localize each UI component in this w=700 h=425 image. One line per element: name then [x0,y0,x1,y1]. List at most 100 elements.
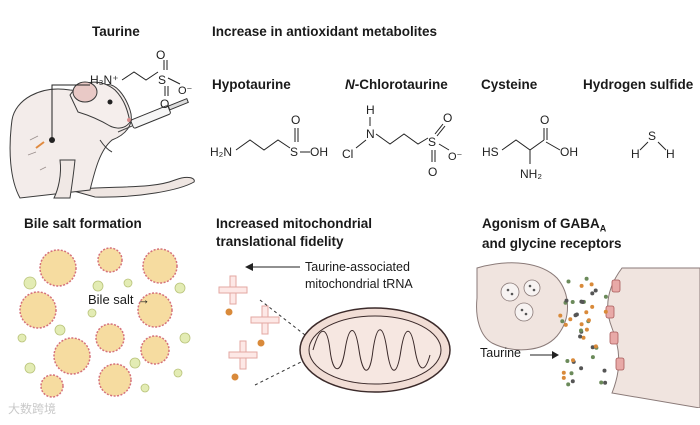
neurotransmitter-dot [584,276,589,281]
n-chlorotaurine-name: N-Chlorotaurine [345,77,448,92]
neurotransmitter-dot [580,300,585,304]
neurotransmitter-dot [569,371,574,376]
rat-ear [72,81,98,103]
cysteine-hs-label: HS [482,145,499,159]
neurotransmitter-dot [593,344,598,349]
neurotransmitter-dot [590,355,595,360]
chloro-cl-label: Cl [342,147,353,161]
cysteine-name: Cysteine [481,77,538,92]
syringe-icon [117,98,189,133]
bile-micelle [140,335,170,365]
receptor-icon [615,357,625,371]
neurotransmitter-dot [603,309,608,314]
taurine-o-bottom-label: O [160,97,169,111]
trna-icon [228,340,258,370]
neurotransmitter-dot [584,310,589,315]
neurotransmitter-dot [571,358,575,363]
neurotransmitter-dot [599,380,604,385]
taurine-synapse-arrow [530,351,559,359]
bile-micelle [142,248,178,284]
h2s-h-right-label: H [666,147,675,161]
neurotransmitter-dot [593,288,598,293]
hydrogen-sulfide-structure: H S H [631,129,675,161]
taurine-o-top-label: O [156,48,166,62]
taurine-structure: H₃N⁺ S O O⁻ [90,60,193,111]
h2s-h-left-label: H [631,147,640,161]
neurotransmitter-dot [563,322,568,327]
hydrogen-sulfide-name: Hydrogen sulfide [583,77,694,92]
synapse-illustration [476,262,700,408]
gaba-title-main: Agonism of GABA [482,216,600,231]
bile-micelle [95,323,125,353]
bile-micelle [97,247,123,273]
rat-illustration [9,81,195,199]
hypotaurine-oh-label: OH [310,145,328,159]
bile-micelle [40,374,64,398]
neurotransmitter-dot [581,335,586,340]
cysteine-structure: HS O OH NH₂ [482,113,578,181]
taurine-title: Taurine [92,24,140,39]
trna-label-line1: Taurine-associated [305,260,410,274]
neurotransmitter-dot [570,300,575,304]
neurotransmitter-dot [579,328,583,333]
neurotransmitter-dot [573,313,578,318]
hypotaurine-s-label: S [290,145,298,159]
receptor-icon [609,331,619,345]
neurotransmitter-dot [558,313,563,318]
cysteine-o-label: O [540,113,549,127]
chloro-s-label: S [428,135,436,149]
neurotransmitter-dot [561,375,566,380]
bile-salt-label: Bile salt → [88,292,151,307]
hypotaurine-h2n-label: H₂N [210,145,232,159]
trna-label-line2: mitochondrial tRNA [305,277,413,291]
neurotransmitter-dot [602,368,607,373]
neurotransmitter-dot [603,380,608,385]
watermark: 大数跨境 [8,402,57,416]
bile-micelle [39,249,77,287]
hypotaurine-o-label: O [291,113,300,127]
taurine-synapse-label: Taurine [480,346,521,360]
neurotransmitter-dot [566,279,571,284]
taurine-o-minus-label: O⁻ [178,85,193,97]
taurine-h3n-label: H₃N⁺ [90,73,119,87]
neurotransmitter-dot [578,334,583,339]
mito-title-line1: Increased mitochondrial [216,216,373,231]
n-chlorotaurine-structure: H N Cl S O O⁻ O [342,103,463,179]
bile-salt-title: Bile salt formation [24,216,142,231]
mitochondrion-icon [299,307,451,393]
bile-micelle [53,337,91,375]
neurotransmitter-dot [590,291,595,296]
chloro-o-top-label: O [443,111,452,125]
mitochondria-illustration [218,263,451,393]
taurine-s-label: S [158,73,166,87]
antioxidant-title: Increase in antioxidant metabolites [212,24,438,39]
neurotransmitter-dot [586,318,591,323]
neurotransmitter-dot [579,366,584,371]
neurotransmitter-dot [584,327,589,332]
gaba-title-line2: and glycine receptors [482,236,622,251]
n-chlorotaurine-italic-n: N [345,77,355,92]
trna-icon [218,275,248,305]
neurotransmitter-dot [590,304,595,309]
gaba-title-line1: Agonism of GABAA [482,216,606,234]
receptor-icon [611,279,621,293]
neurotransmitter-dot [565,359,570,363]
neurotransmitter-dot [603,294,608,299]
mito-title-line2: translational fidelity [216,234,344,249]
chloro-o-bottom-label: O [428,165,437,179]
chloro-n-label: N [366,127,375,141]
cysteine-oh-label: OH [560,145,578,159]
chloro-h-label: H [366,103,375,117]
bile-micelle [137,292,173,328]
hypotaurine-name: Hypotaurine [212,77,291,92]
bile-micelle [98,363,132,397]
trna-icon [250,305,280,335]
bile-micelle [19,291,57,329]
chloro-o-minus-label: O⁻ [448,151,463,163]
neurotransmitter-dot [579,322,584,327]
neurotransmitter-dot [568,317,573,322]
hypotaurine-structure: H₂N S O OH [210,113,328,159]
neurotransmitter-dot [570,379,575,384]
neurotransmitter-dot [561,370,566,375]
cysteine-nh2-label: NH₂ [520,167,542,181]
